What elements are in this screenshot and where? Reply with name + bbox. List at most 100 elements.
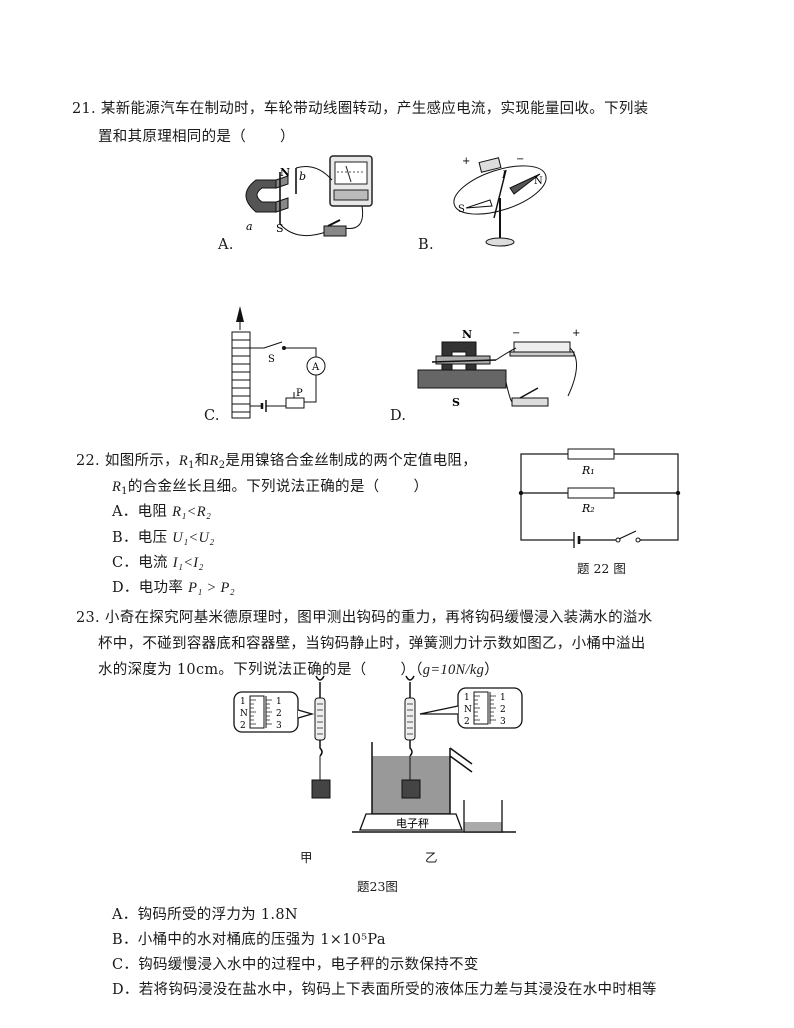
option-text: 电压	[137, 530, 168, 546]
q22-option-c[interactable]: C．电流 I₁<I₂	[112, 551, 204, 572]
q23-stem-line1: 23. 小奇在探究阿基米德原理时，图甲测出钩码的重力，再将钩码缓慢浸入装满水的溢…	[76, 606, 653, 627]
option-label: B．	[112, 530, 138, 546]
fig-yi-label: 乙	[425, 850, 438, 865]
option-text: 若将钩码浸没在盐水中，钩码上下表面所受的液体压力差与其浸没在水中时相等	[138, 982, 657, 998]
fig-a-b-label: b	[299, 170, 306, 183]
option-expr: P₁ > P₂	[188, 580, 235, 596]
option-label: A．	[112, 907, 138, 923]
r1-sub: 1	[188, 460, 195, 471]
r2-sub: 2	[218, 460, 226, 471]
option-label: A．	[112, 504, 138, 520]
scale-jia: 1 N 2 1 2 3	[233, 675, 331, 799]
q21-number: 21.	[72, 101, 96, 117]
q22-text-d: 的合金丝长且细。下列说法正确的是（	[127, 479, 380, 495]
q23-option-d[interactable]: D．若将钩码浸没在盐水中，钩码上下表面所受的液体压力差与其浸没在水中时相等	[112, 978, 657, 999]
q21-stem-text2: 置和其原理相同的是（	[98, 129, 246, 145]
fig-b-plus: +	[462, 156, 470, 167]
q21-option-b[interactable]: B.	[418, 237, 434, 253]
fig-jia-label: 甲	[300, 850, 313, 865]
r1-symbol: R	[178, 453, 189, 469]
fig-a-n-label: N	[280, 166, 290, 179]
scale-num: 2	[464, 717, 470, 727]
q22-number: 22.	[76, 453, 100, 469]
option-label: D．	[112, 580, 139, 596]
q23-option-b[interactable]: B．小桶中的水对桶底的压强为 1×10⁵Pa	[112, 928, 386, 949]
paren-close: ）	[413, 479, 429, 495]
q22-stem-line2: R1的合金丝长且细。下列说法正确的是（ ）	[112, 475, 428, 497]
q23-text-1: 小奇在探究阿基米德原理时，图甲测出钩码的重力，再将钩码缓慢浸入装满水的溢水	[104, 610, 653, 626]
scale-num: 1	[464, 693, 470, 703]
r1-sub-2: 1	[121, 486, 128, 497]
scale-num: 1	[276, 697, 282, 707]
scale-num: 1	[500, 693, 506, 703]
fig-c-s: S	[268, 354, 275, 365]
scale-unit: N	[464, 705, 472, 715]
q21-stem-text: 某新能源汽车在制动时，车轮带动线圈转动，产生感应电流，实现能量回收。下列装	[100, 101, 649, 117]
q21-figure-d: N S − +	[417, 328, 580, 409]
q23-stem-line3: 水的深度为 10cm。下列说法正确的是（ ）（g=10N/kg）	[98, 658, 499, 679]
q23-number: 23.	[76, 610, 100, 626]
scale-num: 2	[240, 721, 246, 731]
q21-option-c[interactable]: C.	[204, 408, 220, 424]
option-text: 电流	[138, 555, 168, 571]
g-note: g=10N/kg	[422, 662, 485, 678]
option-text: 电功率	[138, 580, 184, 596]
q22-option-a[interactable]: A．电阻 R₁<R₂	[112, 500, 211, 521]
scale-num: 2	[500, 705, 506, 715]
q22-caption: 题 22 图	[577, 561, 626, 576]
fig-c-a: A	[311, 362, 320, 373]
q22-circuit-figure: R₁ R₂	[518, 448, 681, 548]
q23-stem-line2: 杯中，不碰到容器底和容器壁，当钩码静止时，弹簧测力计示数如图乙，小桶中溢出	[98, 636, 646, 652]
q23-option-a[interactable]: A．钩码所受的浮力为 1.8N	[112, 903, 298, 924]
paren-close: ）（	[400, 662, 423, 678]
fig-b-s: S	[458, 204, 465, 215]
scale-unit: N	[240, 709, 248, 719]
q23-figure: 1 N 2 1 2 3 电子秤	[233, 675, 523, 833]
option-label: C．	[112, 555, 139, 571]
q22-text-a: 如图所示，	[104, 453, 179, 469]
q23-caption: 题23图	[357, 879, 398, 894]
fig-c-p: P	[296, 388, 303, 399]
option-label: B．	[112, 932, 138, 948]
option-expr: R₁<R₂	[172, 504, 212, 520]
fig-b-minus: −	[516, 154, 524, 165]
paren-end: ）	[484, 662, 499, 678]
option-text: 钩码所受的浮力为 1.8N	[137, 907, 298, 923]
fig-r1-label: R₁	[581, 464, 595, 477]
q22-option-b[interactable]: B．电压 U₁<U₂	[112, 526, 215, 547]
fig-b-n: N	[534, 176, 543, 187]
balance-label: 电子秤	[396, 817, 429, 830]
q21-option-a[interactable]: A.	[218, 237, 234, 253]
q21-option-d[interactable]: D.	[390, 408, 407, 424]
fig-r2-label: R₂	[581, 502, 595, 515]
q21-figure-b: + − I N S	[453, 154, 547, 247]
scale-yi: 电子秤 1 N 2 1 2 3	[352, 675, 523, 833]
option-expr: I₁<I₂	[172, 555, 204, 571]
q22-option-d[interactable]: D．电功率 P₁ > P₂	[112, 576, 235, 597]
option-label: D．	[112, 982, 139, 998]
scale-num: 3	[276, 721, 282, 731]
q22-text-c: 是用镍铬合金丝制成的两个定值电阻，	[225, 453, 477, 469]
fig-a-a-label: a	[246, 220, 253, 233]
option-text: 小桶中的水对桶底的压强为 1×10⁵Pa	[137, 932, 386, 948]
scale-num: 3	[500, 717, 506, 727]
q23-text-3: 水的深度为 10cm。下列说法正确的是（	[98, 662, 367, 678]
scale-num: 1	[240, 697, 246, 707]
option-text: 钩码缓慢浸入水中的过程中，电子秤的示数保持不变	[138, 957, 479, 973]
q21-figure-a: N b a S	[245, 155, 373, 237]
option-label: C．	[112, 957, 139, 973]
q22-stem-line1: 22. 如图所示，R1和R2是用镍铬合金丝制成的两个定值电阻，	[76, 449, 477, 471]
r2-symbol: R	[209, 453, 219, 469]
fig-b-i: I	[501, 170, 507, 181]
fig-d-minus: −	[512, 328, 520, 339]
r1-symbol-2: R	[112, 479, 122, 495]
option-text: 电阻	[137, 504, 168, 520]
fig-a-s-label: S	[276, 222, 284, 235]
q21-stem-line1: 21. 某新能源汽车在制动时，车轮带动线圈转动，产生感应电流，实现能量回收。下列…	[72, 97, 649, 118]
paren-close: ）	[280, 129, 295, 145]
q23-option-c[interactable]: C．钩码缓慢浸入水中的过程中，电子秤的示数保持不变	[112, 953, 479, 974]
scale-num: 2	[276, 709, 282, 719]
fig-d-n: N	[462, 328, 472, 341]
fig-d-plus: +	[572, 328, 580, 339]
q21-stem-line2: 置和其原理相同的是（ ）	[98, 125, 295, 146]
